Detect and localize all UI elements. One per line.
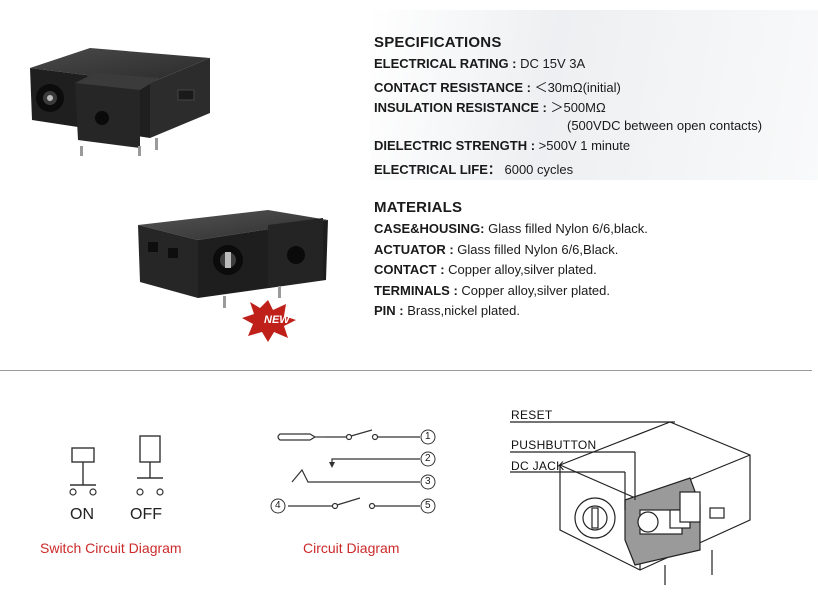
spec-row-electrical-life: ELECTRICAL LIFE： 6000 cycles	[374, 162, 574, 177]
product-photo-bottom	[138, 210, 328, 342]
label-dc-jack: DC JACK	[511, 459, 565, 473]
terminal-2	[420, 451, 436, 467]
spec-row-insulation-note: (500VDC between open contacts)	[567, 118, 763, 133]
label-reset: RESET	[511, 408, 553, 422]
material-row-pin: PIN : Brass,nickel plated.	[374, 303, 520, 318]
terminal-1	[420, 429, 436, 445]
terminal-3	[420, 474, 436, 490]
materials-title: MATERIALS	[374, 199, 463, 216]
spec-background	[370, 10, 818, 180]
circuit-diagram	[270, 429, 436, 514]
material-row-terminals: TERMINALS : Copper alloy,silver plated.	[374, 283, 611, 298]
material-row-actuator: ACTUATOR : Glass filled Nylon 6/6,Black.	[374, 242, 619, 257]
spec-row-contact-resistance: CONTACT RESISTANCE : ＜30mΩ(initial)	[374, 80, 621, 95]
terminal-3-label: 3	[425, 476, 431, 487]
switch-off-label: OFF	[130, 506, 162, 523]
switch-off-symbol	[136, 435, 164, 496]
material-row-case-housing: CASE&HOUSING: Glass filled Nylon 6/6,bla…	[374, 221, 648, 236]
terminal-1-label: 1	[425, 431, 431, 442]
circuit-diagram-caption: Circuit Diagram	[303, 540, 400, 556]
spec-row-electrical-rating: ELECTRICAL RATING : DC 15V 3A	[374, 56, 586, 71]
terminal-2-label: 2	[425, 453, 431, 464]
product-photo-top	[30, 48, 210, 156]
specifications-title: SPECIFICATIONS	[374, 34, 502, 51]
switch-on-label: ON	[70, 506, 94, 523]
terminal-4-label: 4	[275, 500, 281, 511]
terminal-5-label: 5	[425, 500, 431, 511]
section-divider	[0, 370, 812, 371]
switch-circuit-caption: Switch Circuit Diagram	[40, 540, 182, 556]
terminal-4	[270, 498, 286, 514]
spec-row-dielectric-strength: DIELECTRIC STRENGTH : >500V 1 minute	[374, 138, 631, 153]
new-badge-burst	[242, 300, 296, 342]
spec-row-insulation-resistance: INSULATION RESISTANCE : ＞500MΩ	[374, 100, 606, 115]
component-cutaway-drawing	[510, 421, 751, 585]
label-pushbutton: PUSHBUTTON	[511, 438, 597, 452]
switch-symbols	[69, 435, 164, 496]
switch-on-symbol	[69, 447, 97, 496]
terminal-5	[420, 498, 436, 514]
new-badge-label: NEW	[264, 314, 290, 326]
material-row-contact: CONTACT : Copper alloy,silver plated.	[374, 262, 597, 277]
